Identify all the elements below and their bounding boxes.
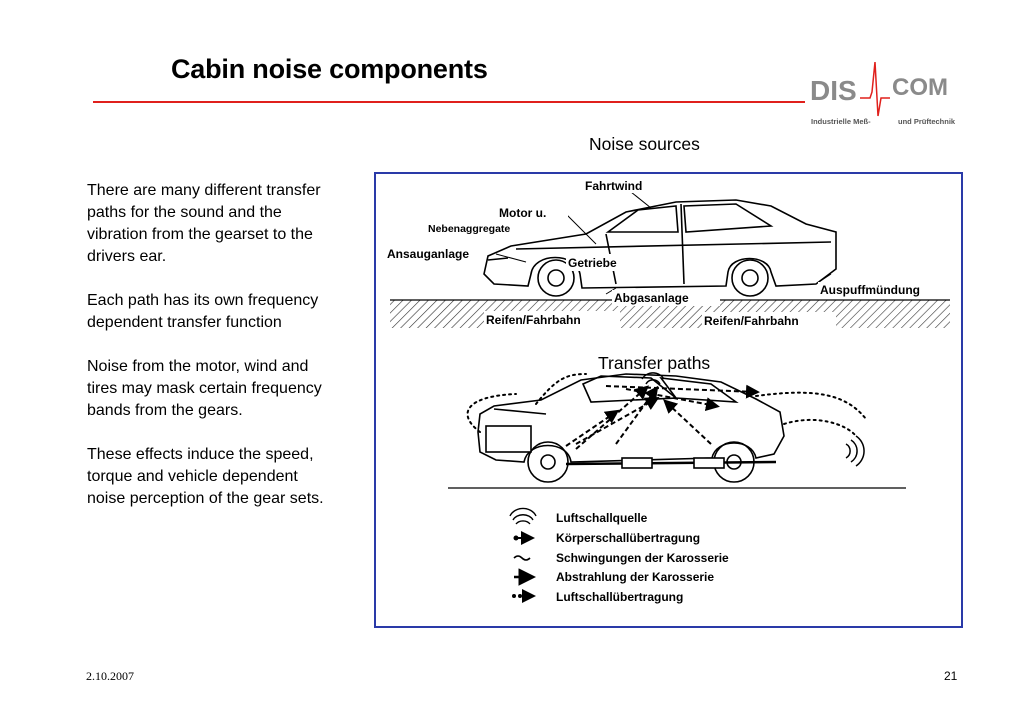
body-text: There are many different transfer paths … [87, 180, 327, 532]
transfer-paths-car [477, 373, 785, 483]
logo-tagline-right: und Prüftechnik [898, 117, 956, 126]
caption-transfer-paths: Transfer paths [598, 353, 711, 373]
logo-pulse-icon [860, 62, 890, 117]
label-motor: Motor u. [499, 206, 546, 220]
paragraph: These effects induce the speed, torque a… [87, 446, 324, 507]
legend-label: Luftschallübertragung [556, 590, 683, 604]
caption-noise-sources: Noise sources [589, 134, 700, 154]
label-ansauganlage: Ansauganlage [387, 247, 469, 261]
body-vibration-wave-icon [513, 555, 531, 561]
structure-borne-arrow-icon [513, 531, 535, 545]
page-number: 21 [944, 669, 958, 683]
figure-frame [374, 172, 963, 628]
legend-label: Schwingungen der Karosserie [556, 551, 729, 565]
label-getriebe: Getriebe [568, 256, 617, 270]
footer-date: 2.10.2007 [86, 669, 134, 683]
paragraph: Noise from the motor, wind and tires may… [87, 358, 322, 419]
noise-figure: Fahrtwind Motor u. Nebenaggregate Ansaug… [387, 178, 956, 604]
radiating-source-icon [641, 372, 865, 467]
noise-sources-car [483, 199, 837, 297]
legend-label: Körperschallübertragung [556, 531, 700, 545]
paragraph: There are many different transfer paths … [87, 182, 321, 265]
airborne-transfer-arrow-icon [512, 589, 536, 603]
title-underline [93, 101, 805, 103]
label-nebenaggregate: Nebenaggregate [428, 223, 510, 235]
legend-label: Abstrahlung der Karosserie [556, 570, 714, 584]
logo-text-left: DIS [810, 75, 857, 106]
airborne-source-icon [509, 507, 537, 525]
discom-logo: DIS COM Industrielle Meß- und Prüftechni… [810, 62, 956, 126]
label-fahrtwind: Fahrtwind [585, 179, 642, 193]
label-reifen-rear: Reifen/Fahrbahn [704, 314, 799, 328]
legend-label: Luftschallquelle [556, 511, 648, 525]
legend: Luftschallquelle Körperschallübertragung… [509, 507, 729, 604]
logo-text-right: COM [892, 74, 948, 101]
logo-tagline-left: Industrielle Meß- [811, 117, 871, 126]
label-auspuffmuendung: Auspuffmündung [820, 283, 920, 297]
label-abgasanlage: Abgasanlage [614, 291, 689, 305]
paragraph: Each path has its own frequency dependen… [87, 292, 319, 331]
slide-title: Cabin noise components [171, 54, 488, 84]
label-reifen-front: Reifen/Fahrbahn [486, 313, 581, 327]
